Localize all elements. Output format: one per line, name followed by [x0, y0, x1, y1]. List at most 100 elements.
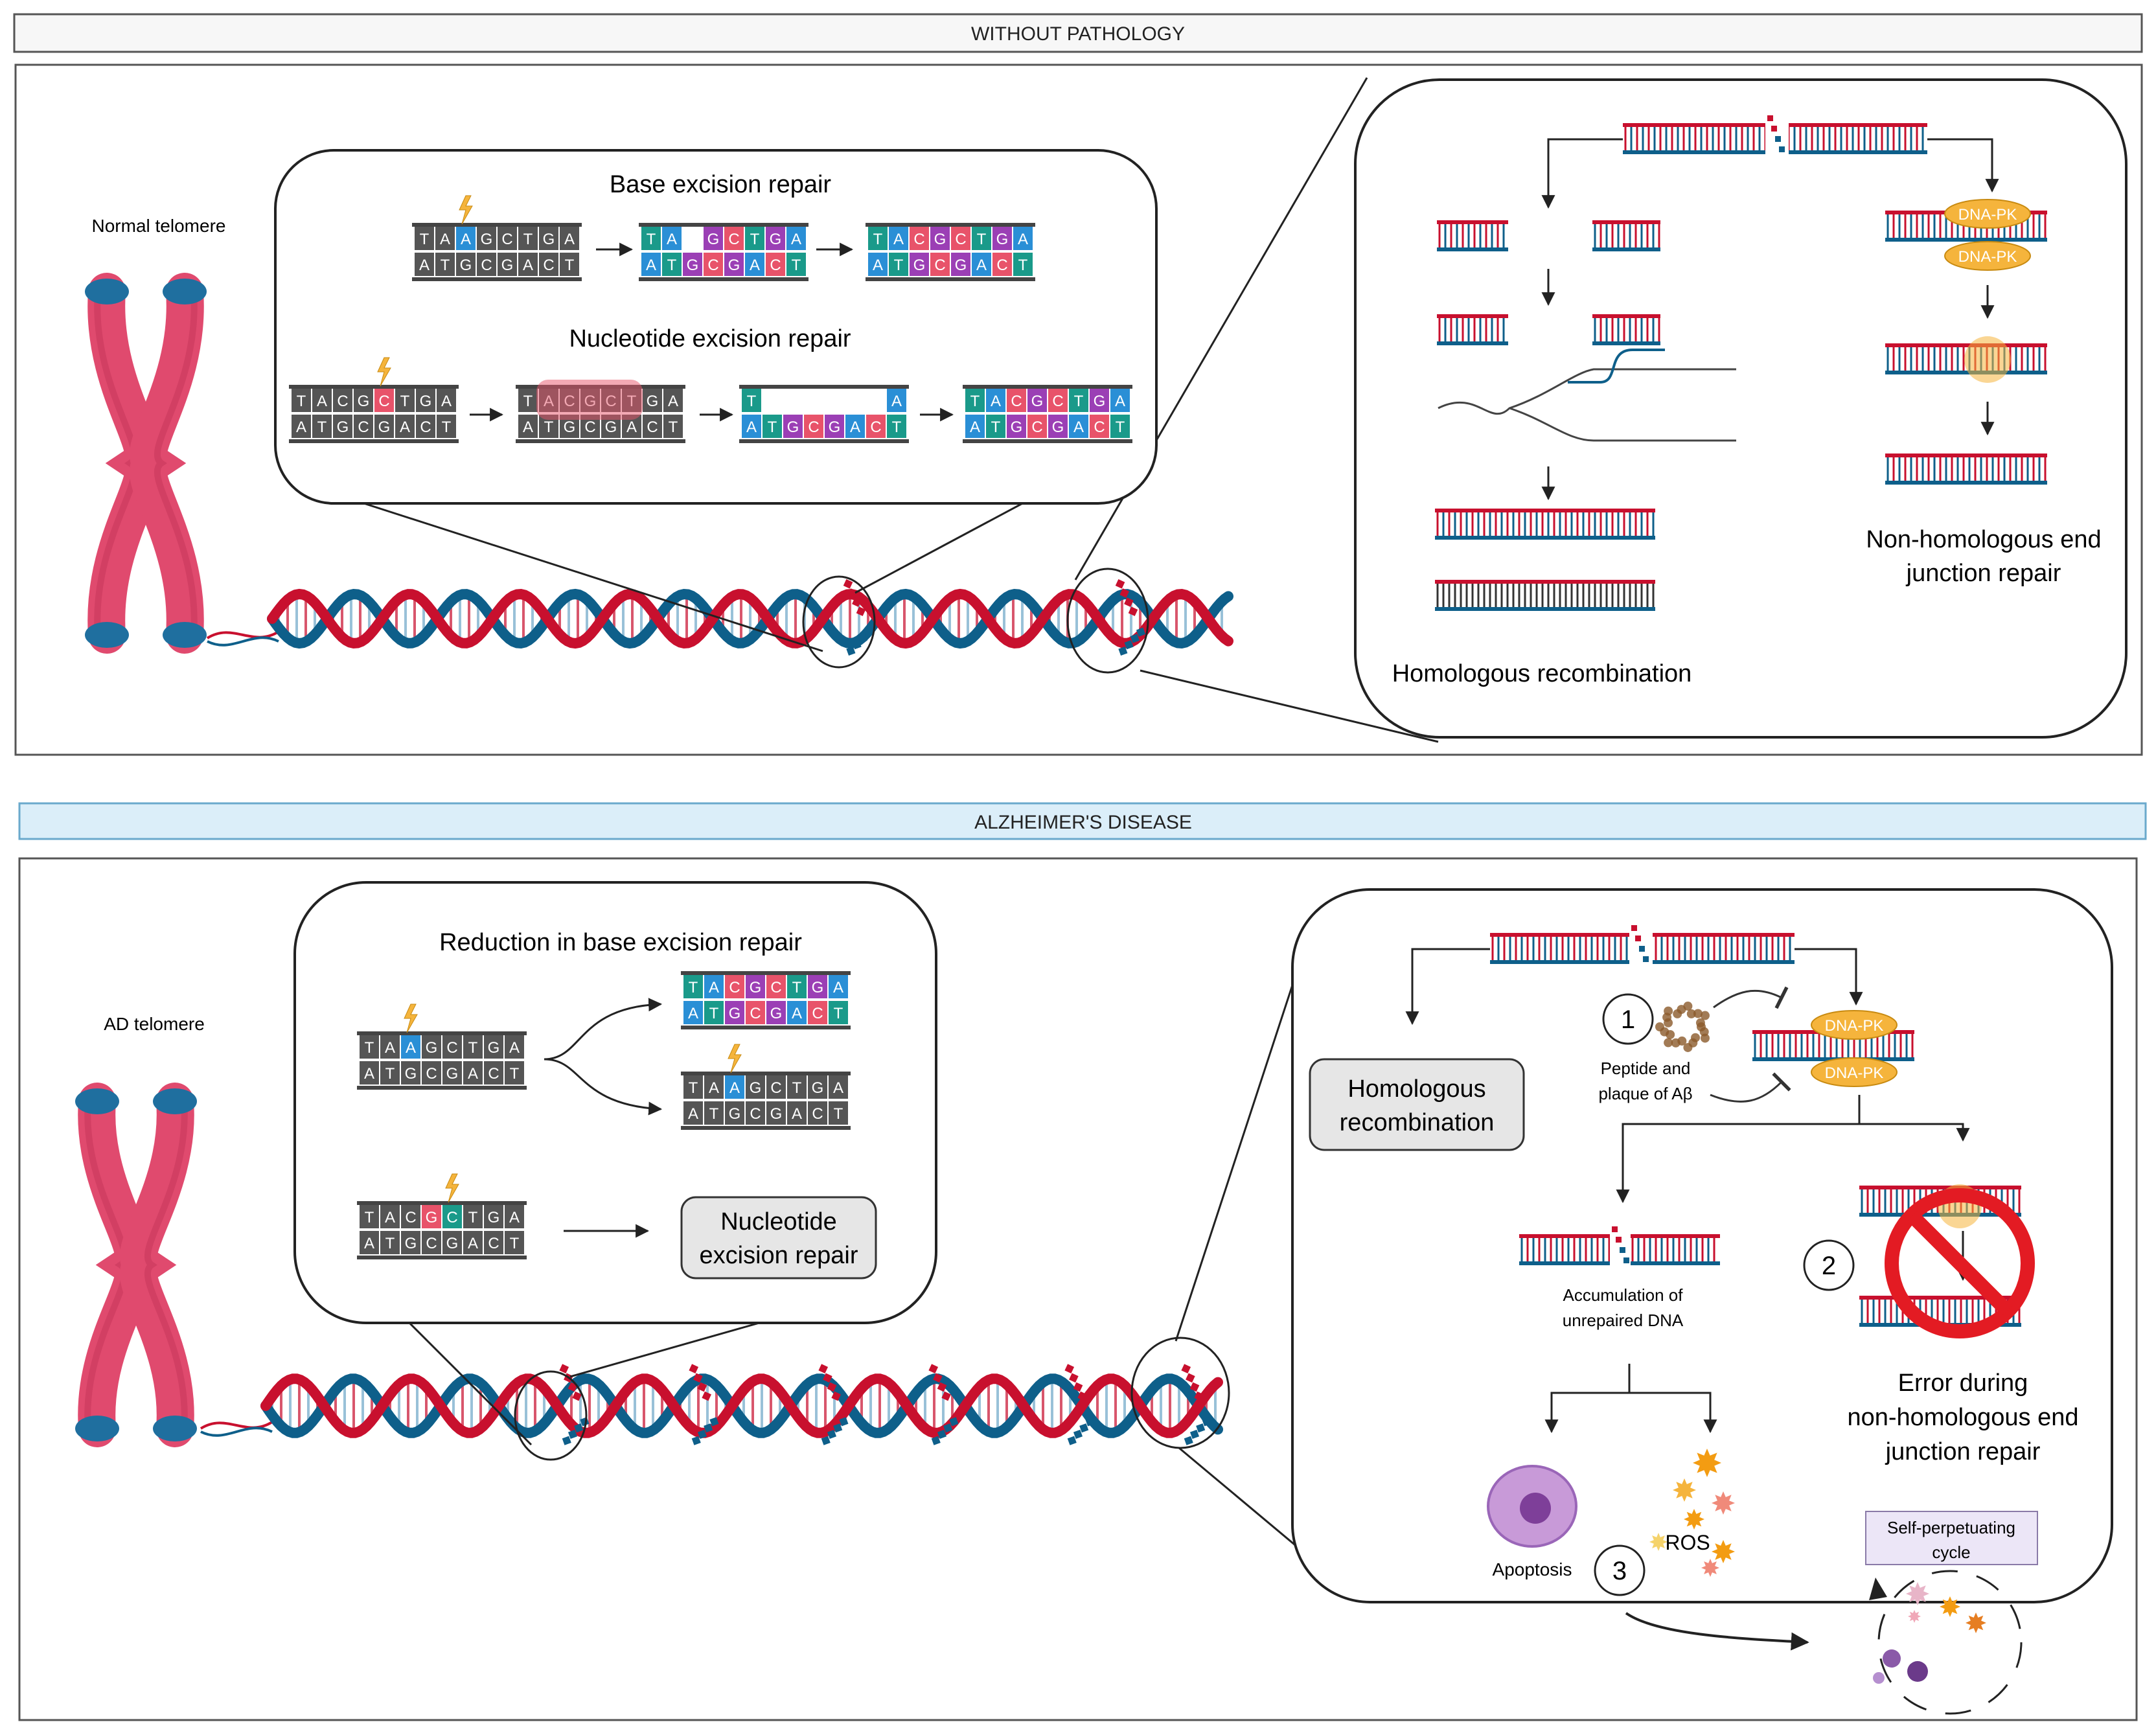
hr-box: Homologous recombination [1309, 1058, 1525, 1151]
ros-burst-icon [1940, 1596, 1960, 1617]
base-letter: C [750, 1005, 761, 1022]
base-letter: T [709, 1005, 719, 1022]
zoom-line [1140, 669, 1439, 743]
break-fragment [1196, 1423, 1206, 1433]
break-fragment [1181, 1364, 1191, 1373]
break-fragment [864, 627, 874, 637]
cycle-ring [1877, 1570, 2023, 1715]
apoptosis-label: Apoptosis [1493, 1559, 1572, 1579]
break-fragment [1189, 1382, 1200, 1392]
break-fragment [931, 1436, 941, 1445]
break-fragment [1202, 1417, 1211, 1427]
break-fragment [1612, 1226, 1618, 1232]
backbone [866, 223, 1035, 227]
base-top [505, 1205, 524, 1228]
section-without-pathology: WITHOUT PATHOLOGY Normal telomere Base e… [13, 13, 2143, 756]
base-top [518, 389, 538, 412]
error-label-line3: junction repair [1885, 1438, 2041, 1465]
chromosome-label: Normal telomere [92, 216, 226, 236]
base-bottom [766, 1101, 786, 1125]
zoom-circle-left [802, 575, 876, 669]
base-top [560, 227, 579, 250]
base-top [333, 389, 352, 412]
base-letter: A [668, 393, 678, 410]
base-letter: G [405, 1235, 417, 1252]
base-letter: T [894, 257, 904, 274]
base-bottom [787, 1001, 807, 1024]
base-letter: G [426, 1209, 438, 1226]
base-bottom [866, 415, 886, 438]
base-top [416, 389, 435, 412]
base-letter: G [707, 231, 720, 248]
backbone [866, 277, 1035, 281]
telomere-cap [75, 1088, 119, 1114]
telomere-tail [200, 1421, 273, 1430]
base-letter: A [833, 979, 843, 996]
base-top [415, 227, 434, 250]
inhibition-arrow [1713, 986, 1789, 1009]
ros-burst-icon [1908, 1610, 1921, 1623]
base-top [662, 227, 682, 250]
base-bottom [360, 1231, 379, 1254]
ber-title: Base excision repair [610, 171, 832, 198]
base-bottom [683, 1001, 703, 1024]
strand [1435, 580, 1655, 584]
base-letter: A [317, 393, 327, 410]
base-letter: T [647, 231, 656, 248]
badge-1: 1 [1602, 993, 1654, 1045]
base-top [437, 389, 456, 412]
break-fragment [852, 597, 862, 607]
base-letter: T [792, 257, 801, 274]
base-letter: A [406, 1039, 416, 1057]
base-top [930, 227, 950, 250]
base-bottom [380, 1231, 400, 1254]
base-letter: C [481, 257, 492, 274]
abeta-label-line1: Peptide and [1601, 1059, 1691, 1078]
base-top [766, 1075, 786, 1099]
base-letter: A [509, 1209, 520, 1226]
base-letter: A [461, 231, 471, 248]
panel-frame [18, 857, 2138, 1721]
base-letter: C [750, 1105, 761, 1123]
banner-without-pathology [13, 13, 2143, 53]
ros-burst-icon [1712, 1540, 1735, 1563]
backbone [963, 385, 1132, 389]
base-top [787, 975, 807, 998]
arrow [1541, 138, 1623, 209]
base-letter: A [750, 257, 760, 274]
base-bottom [910, 253, 929, 276]
base-letter: A [893, 231, 904, 248]
chromosome-icon [75, 1083, 197, 1447]
strand [1885, 343, 2047, 347]
base-letter: G [358, 393, 370, 410]
ner-box: Nucleotide excision repair [680, 1196, 877, 1280]
base-letter: T [709, 1105, 719, 1123]
break-fragment [1124, 597, 1134, 607]
arrow [1625, 1612, 1809, 1651]
break-fragment [1119, 588, 1130, 598]
nhej-label-line2: junction repair [1906, 560, 2061, 587]
base-bottom [1027, 415, 1047, 438]
strand-invasion [1509, 407, 1736, 442]
base-letter: A [991, 393, 1001, 410]
base-letter: C [378, 393, 389, 410]
section-alzheimers: ALZHEIMER'S DISEASE AD telomere Reductio… [18, 802, 2147, 1721]
base-letter: G [770, 1005, 783, 1022]
base-bottom [463, 1231, 483, 1254]
base-bottom [930, 253, 950, 276]
abeta-plaque-icon [1700, 1011, 1710, 1020]
base-bottom [518, 415, 538, 438]
dnapk-protein [1944, 199, 2031, 229]
base-letter: C [770, 979, 781, 996]
base-letter: A [688, 1105, 698, 1123]
base-letter: A [385, 1039, 395, 1057]
base-top [498, 227, 517, 250]
strand [1592, 220, 1660, 224]
base-letter: T [768, 419, 777, 436]
backbone [357, 1086, 527, 1090]
base-bottom [868, 253, 888, 276]
base-bottom [763, 415, 782, 438]
base-letter: C [426, 1065, 437, 1083]
base-bottom [456, 253, 476, 276]
abeta-plaque-icon [1683, 1002, 1693, 1011]
